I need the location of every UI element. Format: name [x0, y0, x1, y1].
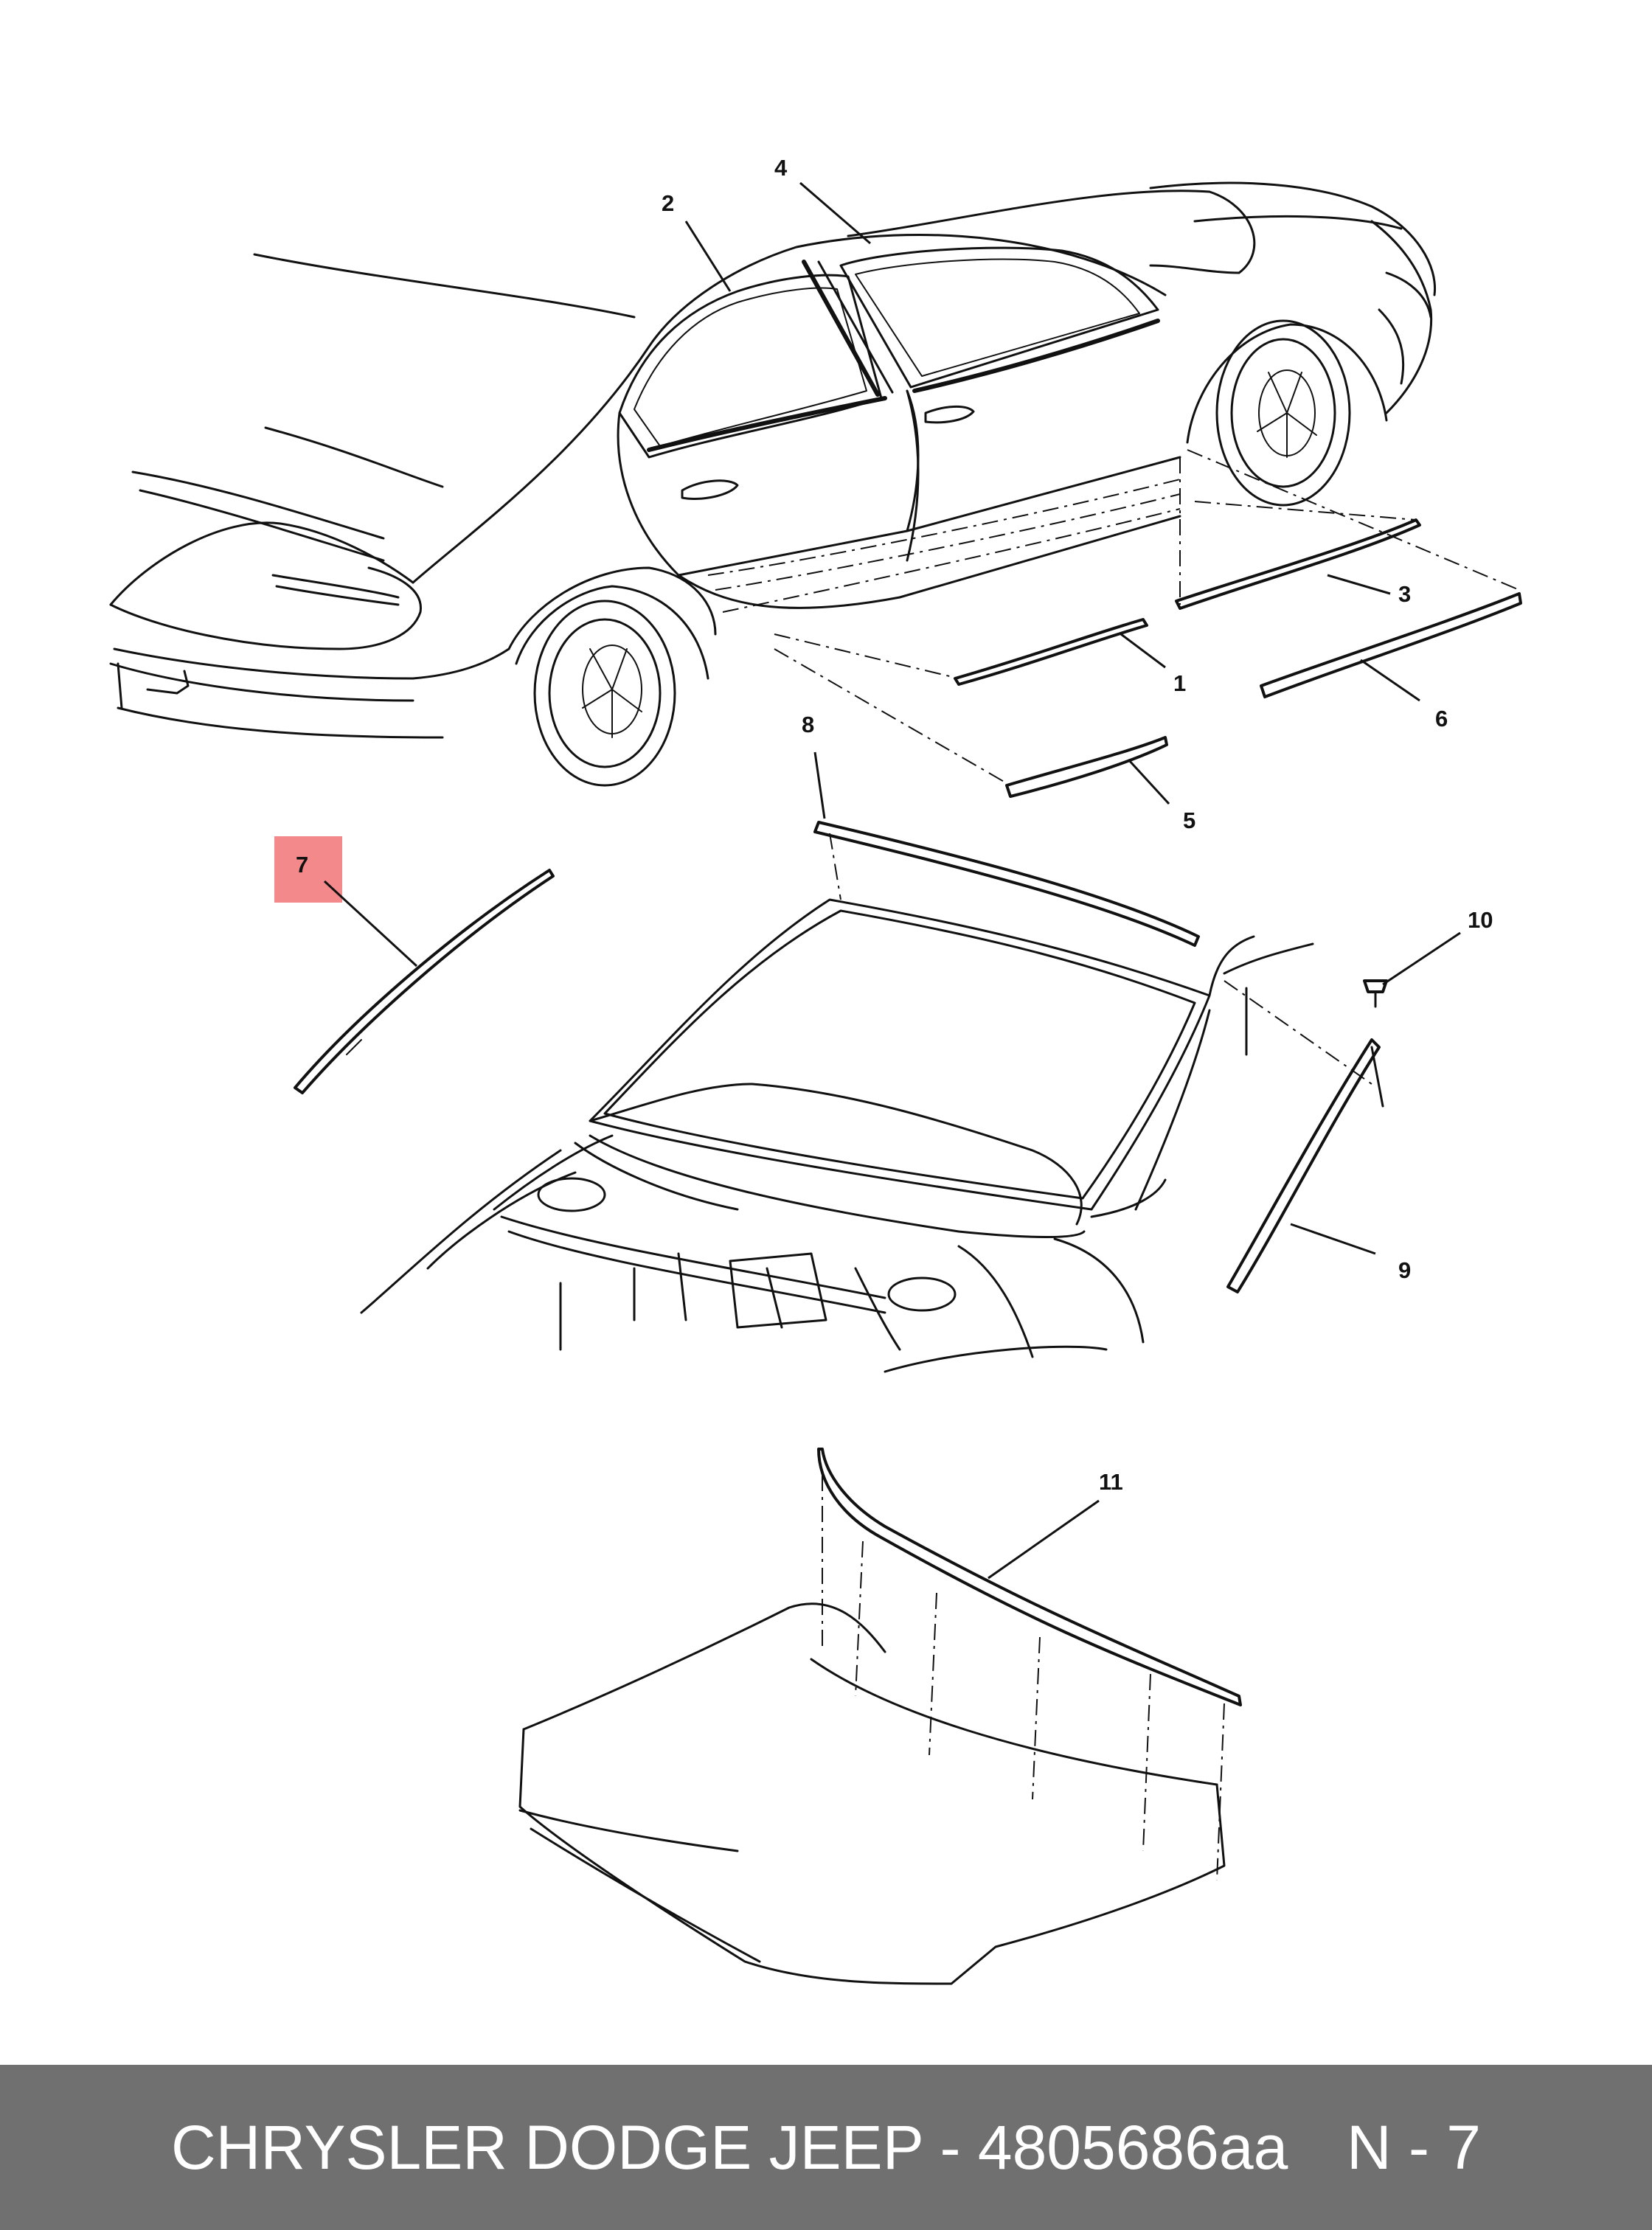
- callout-3: 3: [1398, 581, 1411, 607]
- callout-4: 4: [774, 155, 788, 181]
- callout-5: 5: [1183, 807, 1195, 833]
- callout-10: 10: [1468, 907, 1493, 933]
- front-windshield-illustration: [294, 821, 1388, 1373]
- parts-diagram: 1 2 3 4 5 6 7 8 9 10 11: [109, 155, 1522, 1985]
- sedan-side-illustration: [109, 181, 1437, 787]
- callout-9: 9: [1398, 1257, 1411, 1283]
- callout-1: 1: [1173, 670, 1186, 696]
- page-reference: N - 7: [1347, 2113, 1482, 2182]
- part-number-label: CHRYSLER DODGE JEEP - 4805686aa: [171, 2113, 1288, 2182]
- callout-layer: 1 2 3 4 5 6 7 8 9 10 11: [274, 155, 1493, 1580]
- part-3-moulding: [1175, 518, 1421, 610]
- footer-bar: CHRYSLER DODGE JEEP - 4805686aa N - 7: [0, 2065, 1652, 2230]
- part-9-apillar-moulding: [1226, 1038, 1381, 1293]
- callout-8: 8: [802, 712, 814, 737]
- part-5-moulding: [1005, 736, 1168, 798]
- part-6-moulding: [1260, 592, 1522, 698]
- hood-illustration: [518, 1448, 1242, 1985]
- callout-11: 11: [1099, 1469, 1123, 1495]
- callout-2: 2: [662, 190, 674, 216]
- part-8-roof-moulding: [813, 821, 1200, 947]
- part-7-apillar-moulding: [294, 869, 555, 1094]
- side-moulding-parts: [774, 449, 1522, 798]
- callout-6: 6: [1435, 706, 1448, 732]
- callout-7: 7: [296, 852, 308, 878]
- part-10-clip: [1363, 979, 1388, 993]
- part-11-hood-insulator: [817, 1448, 1242, 1706]
- callout-7-highlight: [274, 836, 342, 903]
- part-1-moulding: [954, 618, 1148, 686]
